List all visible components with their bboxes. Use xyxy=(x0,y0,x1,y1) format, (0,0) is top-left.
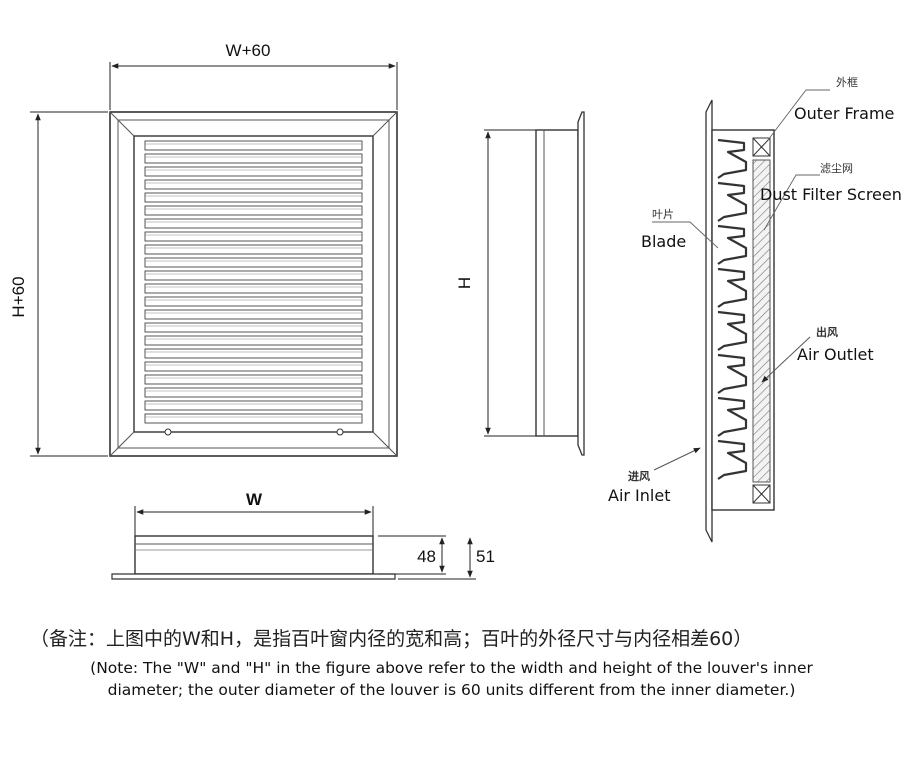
side-flange xyxy=(577,111,585,456)
blade-profile xyxy=(717,310,748,351)
label-air-outlet: Air Outlet xyxy=(797,345,874,364)
note-english-line2: diameter; the outer diameter of the louv… xyxy=(107,681,796,699)
svg-text:叶片: 叶片 xyxy=(652,208,674,221)
slat xyxy=(144,296,363,307)
svg-text:进风: 进风 xyxy=(628,469,650,483)
slat xyxy=(144,309,363,320)
slat xyxy=(144,413,363,424)
dimension-label-w60: W+60 xyxy=(226,41,271,60)
dimension-height-outer: H+60 xyxy=(9,111,108,457)
slat xyxy=(144,361,363,372)
dimension-width-outer: W+60 xyxy=(109,41,398,110)
slat xyxy=(144,348,363,359)
note-english: (Note: The "W" and "H" in the figure abo… xyxy=(20,657,883,701)
side-view: H xyxy=(455,111,585,456)
front-view: W+60 H+60 xyxy=(9,41,398,457)
dimension-label-h: H xyxy=(455,277,474,289)
svg-text:出风: 出风 xyxy=(816,325,838,339)
callout-blade: 叶片 Blade xyxy=(641,208,719,251)
corner-block-top xyxy=(752,137,771,157)
bottom-view: W 48 51 xyxy=(111,490,495,580)
slat xyxy=(144,179,363,190)
label-outer-frame: Outer Frame xyxy=(794,104,894,123)
slat xyxy=(144,153,363,164)
slat xyxy=(144,257,363,268)
slat xyxy=(144,192,363,203)
blade-profile xyxy=(717,353,748,394)
label-air-inlet: Air Inlet xyxy=(608,486,670,505)
dimension-label-51: 51 xyxy=(476,547,495,566)
side-body xyxy=(535,129,579,437)
slat xyxy=(144,335,363,346)
slat xyxy=(144,205,363,216)
slat xyxy=(144,270,363,281)
louver-slats xyxy=(144,140,363,424)
svg-text:滤尘网: 滤尘网 xyxy=(820,162,853,175)
slat xyxy=(144,322,363,333)
slat xyxy=(144,231,363,242)
slat xyxy=(144,400,363,411)
note-english-line1: (Note: The "W" and "H" in the figure abo… xyxy=(90,659,813,677)
slat xyxy=(144,218,363,229)
blade-profile xyxy=(717,138,748,179)
label-blade: Blade xyxy=(641,232,686,251)
dimension-label-w: W xyxy=(246,490,263,509)
callout-air-outlet: 出风 Air Outlet xyxy=(761,325,874,383)
callout-dust-filter: 滤尘网 Dust Filter Screen xyxy=(760,162,902,231)
slat xyxy=(144,244,363,255)
blade-profile xyxy=(717,267,748,308)
slat xyxy=(144,166,363,177)
section-view: 外框 Outer Frame 滤尘网 Dust Filter Screen 叶片… xyxy=(608,76,902,543)
corner-block-bottom xyxy=(752,484,771,504)
blade-profile xyxy=(717,224,748,265)
note-chinese: （备注：上图中的W和H，是指百叶窗内径的宽和高；百叶的外径尺寸与内径相差60） xyxy=(30,628,753,650)
slat xyxy=(144,387,363,398)
blade-profile xyxy=(717,439,748,480)
callout-air-inlet: 进风 Air Inlet xyxy=(608,447,701,505)
dimension-label-48: 48 xyxy=(417,547,436,566)
slat xyxy=(144,283,363,294)
slat xyxy=(144,374,363,385)
dust-filter-screen xyxy=(752,159,771,483)
section-flange xyxy=(705,99,713,543)
svg-text:外框: 外框 xyxy=(836,76,858,89)
slat xyxy=(144,140,363,151)
label-dust-filter-screen: Dust Filter Screen xyxy=(760,185,902,204)
callout-outer-frame: 外框 Outer Frame xyxy=(767,76,894,141)
bottom-body xyxy=(134,535,374,575)
section-blades xyxy=(717,138,748,480)
dimension-label-h60: H+60 xyxy=(9,276,28,317)
screw-hole-left xyxy=(164,428,172,436)
bottom-flange xyxy=(111,573,396,580)
blade-profile xyxy=(717,396,748,437)
screw-hole-right xyxy=(336,428,344,436)
blade-profile xyxy=(717,181,748,222)
